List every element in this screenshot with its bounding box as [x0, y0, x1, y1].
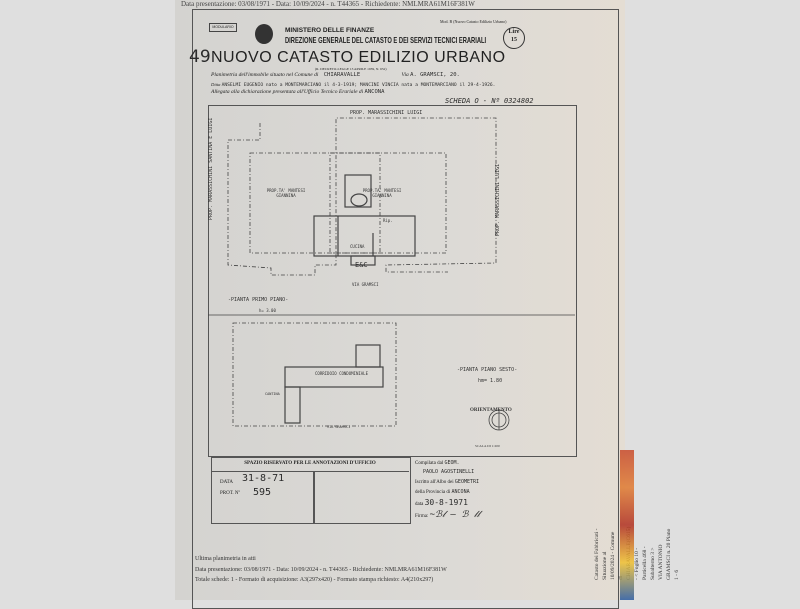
side-info: Catasto dei Fabbricati - Situazione al 1…	[593, 527, 681, 580]
compiler-data-label: data	[415, 502, 424, 507]
ministero: MINISTERO DELLE FINANZE	[285, 27, 375, 34]
footer-line-3: Totale schede: 1 - Formato di acquisizio…	[195, 577, 434, 583]
first-floor-boundary	[227, 117, 497, 276]
orientamento-label: ORIENTAMENTO	[470, 408, 512, 413]
document-page: Data presentazione: 03/08/1971 - Data: 1…	[175, 0, 680, 609]
via-label: Via	[401, 72, 409, 78]
corridor-label: CORRIDOIO CONDOMINIALE	[315, 371, 368, 376]
ditta-label: Ditta	[211, 82, 221, 87]
footer-line-1: Ultima planimetria in atti	[195, 556, 256, 562]
allegata-row: Allegata alla dichiarazione presentata a…	[211, 89, 384, 96]
ann-prot-value: 595	[253, 487, 272, 498]
top-info-line: Data presentazione: 03/08/1971 - Data: 1…	[181, 0, 475, 8]
page-title: NUOVO CATASTO EDILIZIO URBANO	[211, 49, 506, 66]
street-label-2: VIA GRAMSCI	[327, 425, 351, 429]
iscritto-label: Iscritto all'Albo dei	[415, 480, 454, 485]
provincia-value: ANCONA	[451, 489, 470, 495]
rip-label: Rip.	[383, 218, 393, 223]
sixth-floor-label: -PIANTA PIANO SESTO-	[457, 367, 518, 373]
scheda-number: SCHEDA O - Nº 0324802	[445, 97, 534, 105]
prop-right: PROP.TA' MANTESI GIANNINA	[362, 188, 402, 198]
compiler-name: PAOLO AGOSTINELLI	[423, 469, 475, 475]
via-value: A. GRAMSCI, 20.	[410, 72, 460, 78]
colored-fabric-edge	[620, 450, 634, 600]
signature: ~ℬ𝓁 — ℬ 𝓁𝓁	[429, 510, 480, 520]
entrance-label: E&C	[355, 261, 368, 269]
italian-emblem-icon	[255, 24, 273, 44]
annotations-header: SPAZIO RISERVATO PER LE ANNOTAZIONI D'UF…	[211, 457, 409, 472]
comune-value: CHIARAVALLE	[323, 72, 361, 78]
ann-data-value: 31-8-71	[242, 473, 285, 484]
sixth-floor-height: hm= 1.80	[478, 378, 503, 384]
plan-area	[208, 105, 577, 457]
west-neighbor: PROP. MARASSICHINI SANTINA E LUIGI	[208, 117, 214, 220]
allegata-label: Allegata alla dichiarazione presentata a…	[211, 89, 364, 95]
ann-prot-label: PROT. Nº	[220, 491, 241, 496]
prop-left: PROP.TA' MANTESI GIANNINA	[266, 188, 306, 198]
first-floor-label: -PIANTA PRIMO PIANO-	[228, 297, 289, 303]
mod-b: Mod. B (Nuovo Catasto Edilizio Urbano)	[440, 19, 507, 24]
planimetria-row: Planimetria dell'immobile situato nel Co…	[211, 72, 460, 79]
sixth-floor-boundary	[232, 322, 397, 427]
direzione: DIREZIONE GENERALE DEL CATASTO E DEI SER…	[285, 35, 487, 45]
planimetria-label: Planimetria dell'immobile situato nel Co…	[211, 72, 319, 78]
ditta-value: ANSELMI EUGENIO nato a MONTEMARCIANO il …	[221, 83, 496, 88]
ditta-row: Ditta ANSELMI EUGENIO nato a MONTEMARCIA…	[211, 81, 495, 89]
compilata-label: Compilata dal	[415, 461, 444, 466]
compiler-block: Compilata dal GEOM. PAOLO AGOSTINELLI Is…	[415, 460, 480, 520]
north-neighbor: PROP. MARASSICHINI LUIGI	[350, 110, 423, 116]
lire-stamp: Lire 15	[503, 27, 525, 49]
provincia-label: della Provincia di	[415, 490, 451, 495]
cantina-label: CANTINA	[265, 392, 280, 396]
kitchen-label: CUCINA	[350, 244, 365, 249]
east-neighbor: PROP. MARASSICHINI LUIGI	[495, 163, 501, 236]
ufficio-value: ANCONA	[364, 89, 385, 95]
floor-plan-drawing	[208, 117, 575, 431]
annotations-box	[211, 457, 411, 524]
footer-line-2: Data presentazione: 03/08/1971 - Data: 1…	[195, 567, 447, 573]
side-line-2: VIA ANTONIO GRAMSCI n. 20 Piano 1 - 6	[658, 528, 680, 580]
decreto: (R. DECRETO-LEGGE 13 APRILE 1939, N. 652…	[315, 67, 387, 71]
lire-label: Lire	[508, 29, 520, 35]
firma-label: Firma:	[415, 514, 429, 519]
street-label: VIA GRAMSCI	[352, 282, 379, 287]
iscritto-value: GEOMETRI	[454, 479, 480, 485]
sheet-number: 49	[189, 47, 211, 67]
compiler-data-value: 30-8-1971	[424, 498, 468, 507]
annotations-divider	[313, 471, 315, 524]
modulario-box: MODULARIO	[209, 23, 237, 32]
first-floor-height: h= 3.00	[259, 308, 276, 313]
lire-value: 15	[511, 37, 517, 43]
first-floor-apartment	[313, 174, 416, 266]
compilata-value: GEOM.	[444, 460, 460, 466]
ann-data-label: DATA	[220, 480, 233, 485]
scale-label: SCALA DI 1:200	[475, 444, 500, 448]
sixth-floor-corridor	[284, 344, 384, 424]
